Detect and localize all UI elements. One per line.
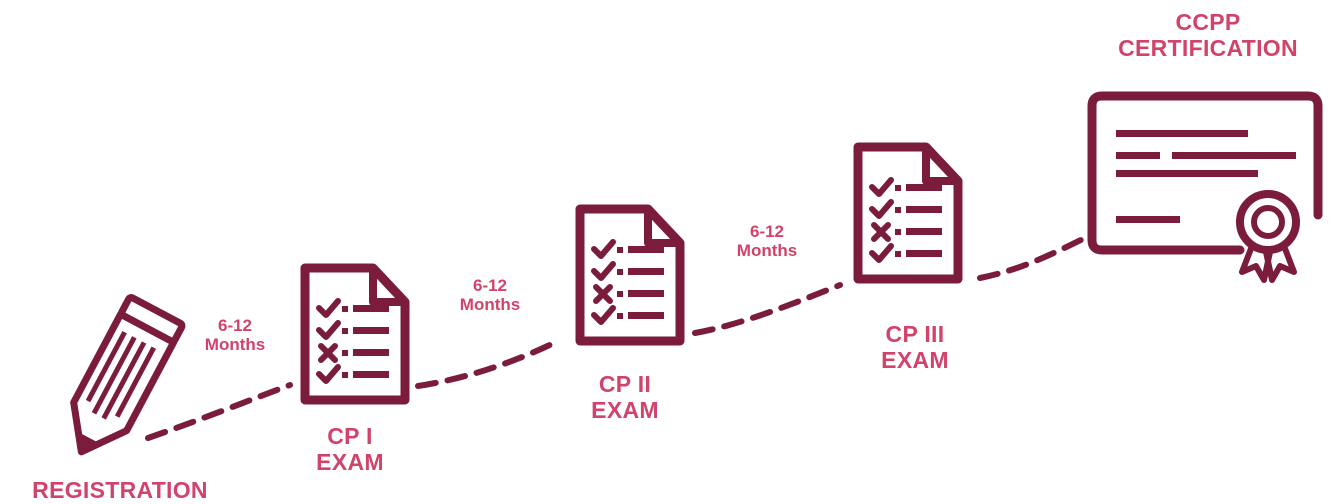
certificate-icon (1087, 91, 1323, 283)
step-label-cp2: CP II EXAM (591, 371, 659, 423)
checklist-icon-cp2 (580, 209, 680, 341)
step-label-cp1: CP I EXAM (316, 423, 384, 475)
step-label-registration: REGISTRATION (32, 477, 208, 503)
step-label-cp3: CP III EXAM (881, 321, 949, 373)
duration-label-3: 6-12 Months (736, 222, 798, 261)
pencil-icon (70, 294, 186, 456)
checklist-icon-cp1 (305, 268, 405, 400)
progress-path (145, 235, 1088, 441)
step-label-certification: CCPP CERTIFICATION (1118, 9, 1298, 61)
duration-label-2: 6-12 Months (459, 276, 521, 315)
duration-label-1: 6-12 Months (204, 316, 266, 355)
checklist-icon-cp3 (858, 147, 958, 279)
